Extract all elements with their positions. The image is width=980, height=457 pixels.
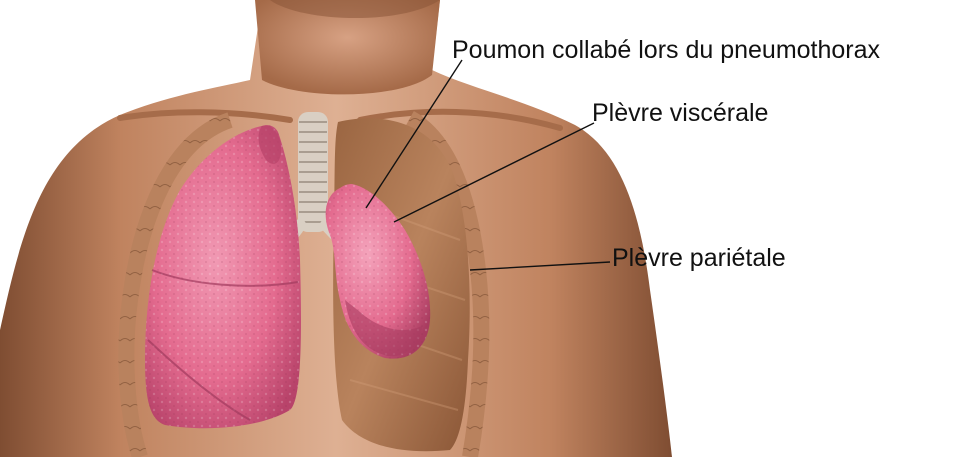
label-visceral-pleura: Plèvre viscérale bbox=[592, 101, 768, 126]
label-parietal-pleura: Plèvre pariétale bbox=[612, 246, 786, 271]
label-collapsed-lung: Poumon collabé lors du pneumothorax bbox=[452, 38, 880, 63]
